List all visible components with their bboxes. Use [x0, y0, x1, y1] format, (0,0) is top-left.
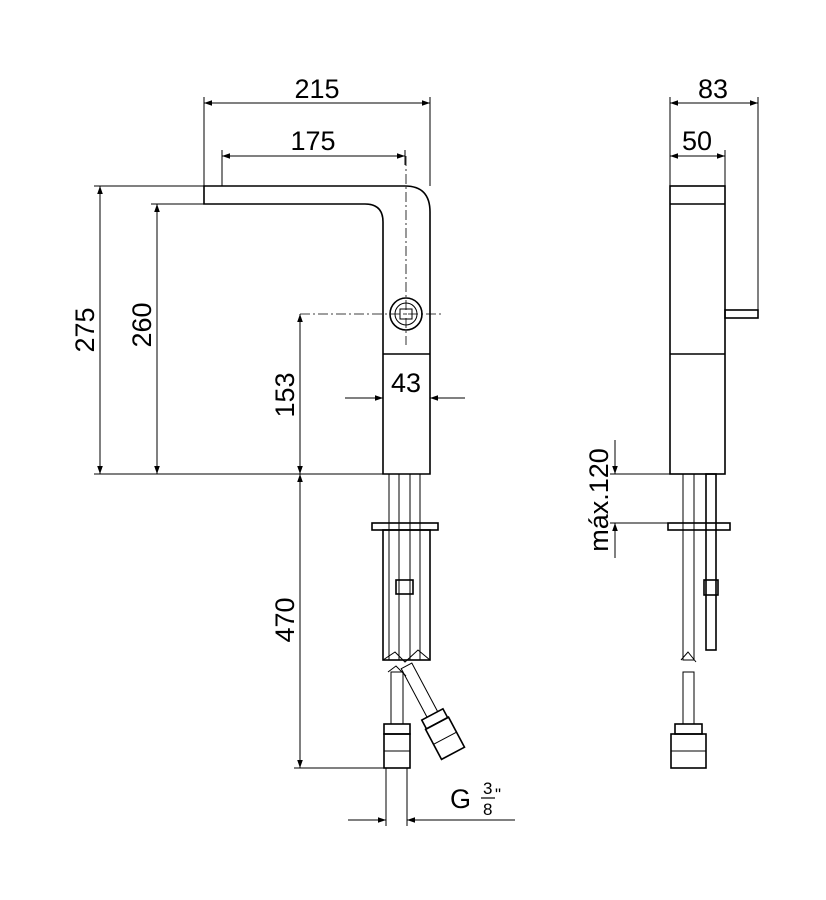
front-view-hoses — [371, 473, 466, 769]
dim-175-label: 175 — [290, 126, 335, 156]
dim-43-label: 43 — [391, 368, 421, 398]
thread-unit: " — [495, 785, 501, 804]
side-view-dimensions — [610, 97, 759, 558]
dim-83-label: 83 — [698, 74, 728, 104]
dim-max-120-label: máx.120 — [584, 448, 614, 552]
thread-denominator: 8 — [483, 800, 492, 819]
side-view-faucet — [667, 185, 759, 769]
dim-470-label: 470 — [270, 597, 300, 642]
dim-215-label: 215 — [294, 74, 339, 104]
thread-prefix-label: G — [450, 784, 471, 814]
dim-50-label: 50 — [682, 126, 712, 156]
dim-153-label: 153 — [270, 372, 300, 417]
dim-260-label: 260 — [127, 302, 157, 347]
front-view-dimensions — [94, 97, 515, 826]
dim-275-label: 275 — [70, 307, 100, 352]
thread-numerator: 3 — [483, 779, 492, 798]
front-view-faucet — [203, 156, 442, 475]
